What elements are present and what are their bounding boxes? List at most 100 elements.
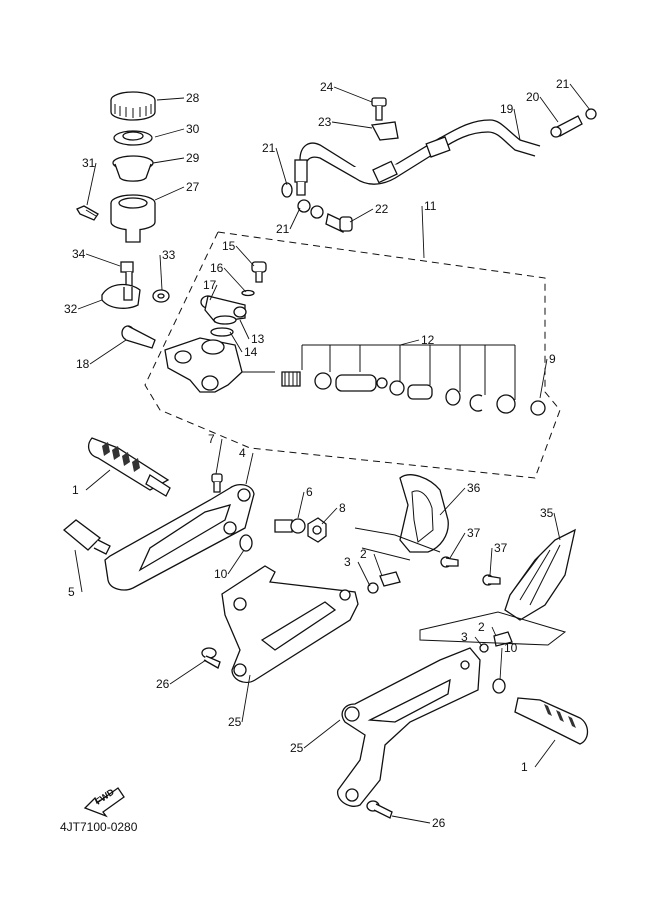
- callout-37: 37: [494, 541, 508, 555]
- callout-32: 32: [64, 302, 78, 316]
- callout-22: 22: [375, 202, 389, 216]
- callout-leader-16: [223, 267, 247, 293]
- callout-leader-30: [154, 128, 185, 138]
- callout-leader-25: [303, 719, 341, 749]
- callout-33: 33: [162, 248, 176, 262]
- callout-35: 35: [540, 506, 554, 520]
- callout-leader-35: [553, 512, 561, 541]
- callout-leader-31: [86, 162, 97, 206]
- callout-3: 3: [461, 630, 468, 644]
- part-diaphragm-30: [113, 130, 153, 146]
- callout-20: 20: [526, 90, 540, 104]
- part-bolt-26-lower: [366, 800, 393, 819]
- callout-leader-10: [499, 647, 503, 681]
- part-bracket-23: [370, 121, 399, 141]
- part-bolt-7: [211, 473, 223, 493]
- callout-7: 7: [208, 432, 215, 446]
- forward-arrow-icon: FWD: [83, 786, 125, 818]
- callout-1: 1: [72, 483, 79, 497]
- callout-28: 28: [186, 91, 200, 105]
- part-union-bolt-22: [325, 213, 353, 233]
- part-cap-28: [110, 91, 156, 121]
- callout-leader-29: [152, 157, 185, 164]
- part-banjo-20: [550, 115, 583, 138]
- callout-27: 27: [186, 180, 200, 194]
- callout-leader-18: [89, 339, 127, 365]
- part-bolt-15: [251, 261, 267, 283]
- part-washer-21c: [585, 108, 597, 120]
- callout-3: 3: [344, 555, 351, 569]
- callout-26: 26: [156, 677, 170, 691]
- part-bracket-4: [104, 483, 255, 591]
- callout-leader-8: [321, 507, 338, 525]
- callout-21: 21: [276, 222, 290, 236]
- callout-6: 6: [306, 485, 313, 499]
- part-plate-35: [504, 528, 576, 621]
- callout-9: 9: [549, 352, 556, 366]
- callout-leader-11: [421, 205, 425, 259]
- callout-leader-13: [239, 319, 250, 340]
- part-bracket-25-lower: [337, 647, 481, 807]
- callout-30: 30: [186, 122, 200, 136]
- callout-leader-34: [85, 253, 121, 267]
- callout-10: 10: [504, 641, 518, 655]
- callout-36: 36: [467, 481, 481, 495]
- part-washer-3-upper: [367, 582, 379, 594]
- part-gasket-13: [213, 315, 237, 325]
- callout-leader-2: [491, 626, 497, 637]
- part-pin-18: [121, 325, 156, 349]
- part-gasket-14: [210, 327, 234, 337]
- callout-1: 1: [521, 760, 528, 774]
- callout-16: 16: [210, 261, 224, 275]
- callout-leader-25: [241, 674, 251, 723]
- part-bolt-37-b: [482, 574, 501, 586]
- callout-leader-15: [235, 245, 255, 267]
- part-hose-19: [294, 119, 541, 196]
- callout-12: 12: [421, 333, 435, 347]
- callout-leader-28: [156, 97, 185, 101]
- callout-leader-26: [391, 815, 431, 824]
- callout-leader-19: [513, 108, 521, 141]
- part-hose-32: [101, 283, 141, 309]
- callout-14: 14: [244, 345, 258, 359]
- callout-18: 18: [76, 357, 90, 371]
- callout-37: 37: [467, 526, 481, 540]
- part-washer-21a: [281, 182, 293, 198]
- part-nut-8: [307, 517, 327, 543]
- callout-34: 34: [72, 247, 86, 261]
- part-kit-12: [281, 344, 516, 414]
- callout-leader-36: [439, 487, 466, 516]
- callout-leader-12: [399, 339, 420, 346]
- part-bolt-31: [76, 205, 99, 221]
- callout-leader-17: [209, 284, 218, 301]
- callout-leader-22: [349, 208, 374, 223]
- callout-leader-37: [489, 547, 493, 576]
- callout-leader-3: [474, 636, 483, 647]
- callout-19: 19: [500, 102, 514, 116]
- callout-8: 8: [339, 501, 346, 515]
- part-plate-36: [399, 474, 449, 553]
- callout-25: 25: [228, 715, 242, 729]
- callout-leader-7: [215, 438, 223, 475]
- callout-17: 17: [203, 278, 217, 292]
- callout-leader-20: [539, 96, 559, 123]
- callout-leader-21: [289, 207, 301, 230]
- callout-leader-14: [229, 331, 243, 353]
- callout-21: 21: [556, 77, 570, 91]
- callout-2: 2: [478, 620, 485, 634]
- part-bolt-2-upper: [379, 571, 401, 587]
- part-washer-10-right: [492, 678, 506, 694]
- callout-leader-33: [159, 254, 163, 291]
- callout-2: 2: [360, 547, 367, 561]
- assembly-hint-lines: [354, 527, 567, 646]
- part-washer-10-left: [239, 534, 253, 552]
- part-bracket-25-upper: [221, 565, 359, 684]
- callout-29: 29: [186, 151, 200, 165]
- callout-leader-32: [77, 299, 103, 310]
- callout-leader-26: [169, 659, 207, 685]
- callout-leader-24: [333, 86, 373, 103]
- callout-24: 24: [320, 80, 334, 94]
- part-footpeg-1-left: [87, 437, 171, 497]
- callout-leader-21: [275, 147, 288, 186]
